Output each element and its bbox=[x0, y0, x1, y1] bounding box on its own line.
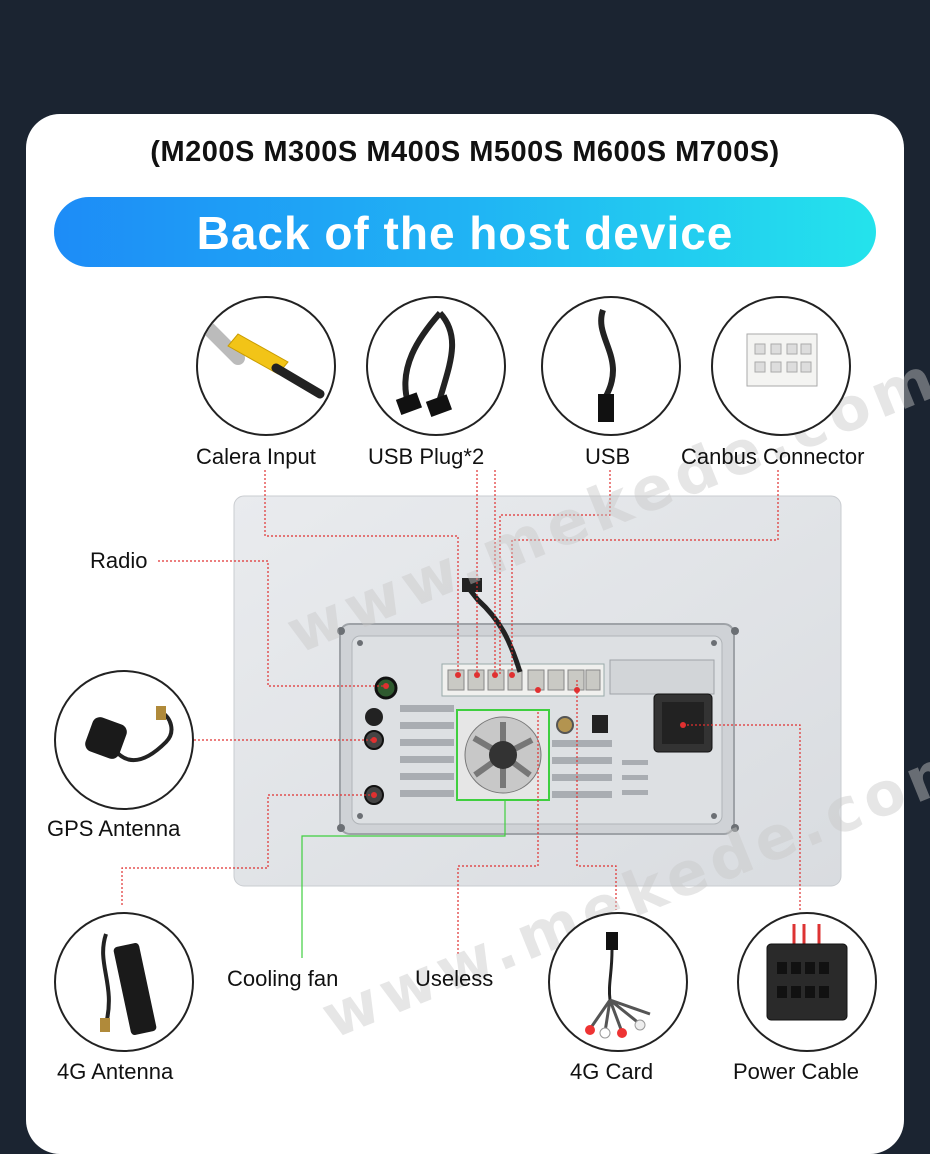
label-radio: Radio bbox=[90, 548, 148, 573]
camera-input-circle bbox=[196, 296, 336, 436]
usb-cable-icon bbox=[395, 310, 456, 417]
label-gps: GPS Antenna bbox=[47, 816, 181, 841]
canbus-circle bbox=[711, 296, 851, 436]
label-camera-input: Calera Input bbox=[196, 444, 316, 469]
usb-single-icon bbox=[598, 308, 616, 422]
label-usb: USB bbox=[585, 444, 631, 469]
usb-circle bbox=[541, 296, 681, 436]
gps-antenna-circle bbox=[54, 670, 194, 810]
rca-plug-icon bbox=[201, 321, 325, 399]
4g-card-cable-icon bbox=[585, 932, 651, 1039]
label-cooling-fan: Cooling fan bbox=[227, 966, 339, 991]
model-list: (M200S M300S M400S M500S M600S M700S) bbox=[150, 136, 780, 168]
power-harness-icon bbox=[766, 924, 848, 1021]
label-power-cable: Power Cable bbox=[733, 1059, 859, 1084]
4g-card-circle bbox=[548, 912, 688, 1052]
canbus-plug-icon bbox=[746, 333, 818, 387]
4g-antenna-icon bbox=[100, 933, 157, 1035]
label-canbus: Canbus Connector bbox=[681, 444, 865, 469]
label-4g-card: 4G Card bbox=[570, 1059, 654, 1084]
4g-antenna-circle bbox=[54, 912, 194, 1052]
power-cable-circle bbox=[737, 912, 877, 1052]
label-usb-plug: USB Plug*2 bbox=[368, 444, 485, 469]
banner-title: Back of the host device bbox=[54, 197, 876, 267]
usb-plug-circle bbox=[366, 296, 506, 436]
gps-antenna-icon bbox=[85, 706, 174, 763]
label-useless: Useless bbox=[415, 966, 494, 991]
device-back-diagram bbox=[121, 470, 842, 958]
label-4g-antenna: 4G Antenna bbox=[57, 1059, 174, 1084]
